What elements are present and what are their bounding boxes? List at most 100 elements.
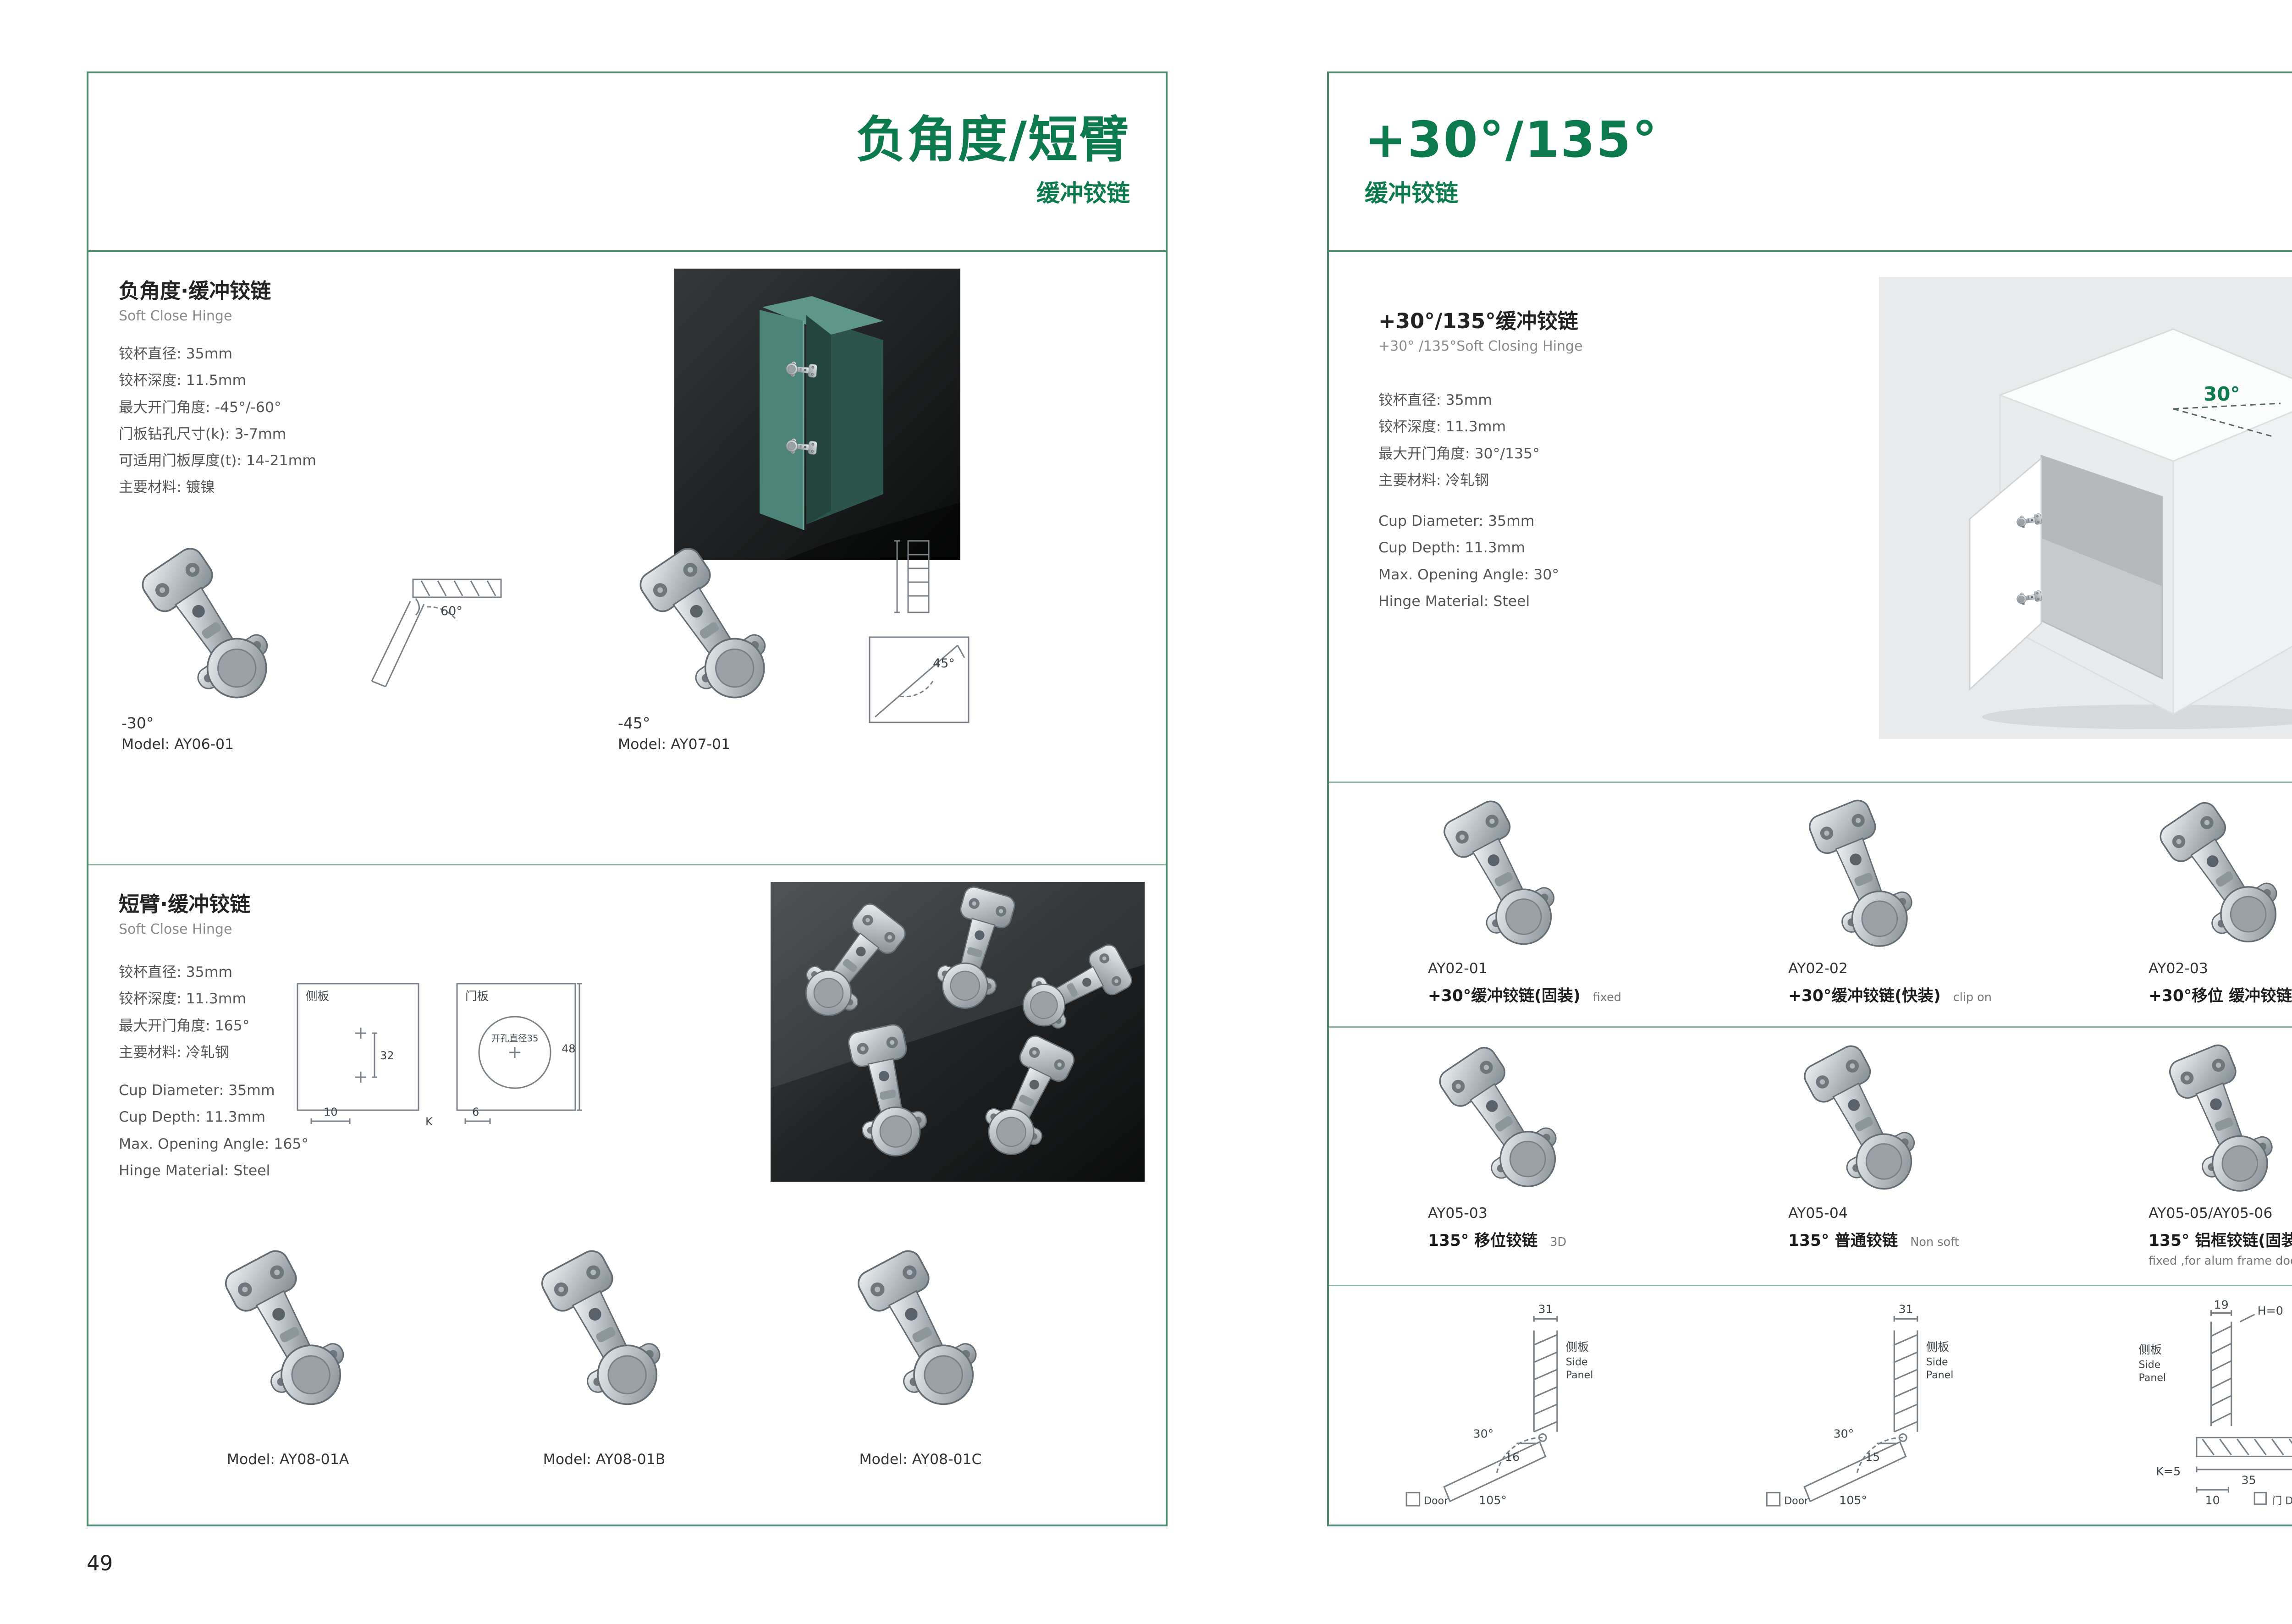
product-card-ay05-05: AY05-05/AY05-06 135° 铝框铰链(固装/拆装)fixed ,f… bbox=[2050, 1026, 2292, 1285]
angle-105: 105° bbox=[1479, 1494, 1507, 1507]
product-card-ay05-04: AY05-04 135° 普通铰链 Non soft bbox=[1689, 1026, 2050, 1285]
intro-text-block: +30°/135°缓冲铰链 +30° /135°Soft Closing Hin… bbox=[1378, 304, 1583, 354]
install-drawing-3: 19 H=0 侧板 Side Panel 37 35 10 K=5 门 Do bbox=[2138, 1299, 2292, 1507]
spec-line: 铰杯深度: 11.5mm bbox=[119, 372, 247, 389]
spec-line: 可适用门板厚度(t): 14-21mm bbox=[119, 452, 316, 469]
panel-label-en2: Panel bbox=[2138, 1372, 2166, 1384]
intro-heading: +30°/135°缓冲铰链 bbox=[1378, 309, 1578, 333]
model-label-ay08-01b: Model: AY08-01B bbox=[543, 1451, 666, 1468]
install-drawing-2: 31 侧板 Side Panel 15 30° 105° Door bbox=[1766, 1303, 1953, 1507]
drawing-dim-32: 32 bbox=[380, 1049, 394, 1062]
drawing-side-panel-label: 侧板 bbox=[306, 990, 329, 1003]
right-page-content: +30°/135°缓冲铰链 +30° /135°Soft Closing Hin… bbox=[1329, 252, 2292, 1525]
hinge-photo-ay08-01b bbox=[532, 1243, 677, 1420]
dim-h0: H=0 bbox=[2258, 1304, 2283, 1317]
section2-heading: 短臂·缓冲铰链 bbox=[119, 892, 251, 916]
product-name: +30°缓冲铰链(固装) bbox=[1428, 987, 1581, 1005]
section1-text-block: 负角度·缓冲铰链 Soft Close Hinge 铰杯直径: 35mm 铰杯深… bbox=[119, 274, 316, 501]
section1-subheading: Soft Close Hinge bbox=[119, 308, 232, 324]
section1-specs: 铰杯直径: 35mm 铰杯深度: 11.5mm 最大开门角度: -45°/-60… bbox=[119, 341, 316, 501]
spec-line: 门板钻孔尺寸(k): 3-7mm bbox=[119, 425, 286, 442]
section2-text-block: 短臂·缓冲铰链 Soft Close Hinge bbox=[119, 887, 250, 937]
corner-cabinet-photo: 30° bbox=[1879, 277, 2292, 739]
right-title-block: +30°/135° 缓冲铰链 bbox=[1329, 73, 2292, 252]
product-info: AY02-03 +30°移位 缓冲铰链3D bbox=[2149, 960, 2292, 1007]
spec-line: 铰杯直径: 35mm bbox=[1378, 392, 1493, 408]
panel-label-en2: Panel bbox=[1566, 1369, 1593, 1381]
spec-line: Max. Opening Angle: 30° bbox=[1378, 566, 1559, 583]
product-tag: 3D bbox=[1550, 1235, 1567, 1249]
spec-line: 铰杯深度: 11.3mm bbox=[1378, 418, 1506, 435]
product2-model: Model: AY07-01 bbox=[618, 736, 731, 753]
drawing-dim-48: 48 bbox=[562, 1042, 576, 1055]
product-tag: Non soft bbox=[1910, 1235, 1959, 1249]
product-name: +30°移位 缓冲铰链 bbox=[2149, 987, 2292, 1005]
spec-line: 铰杯直径: 35mm bbox=[119, 346, 233, 362]
product-name: +30°缓冲铰链(快装) bbox=[1788, 987, 1941, 1005]
product-card-ay02-01: AY02-01 +30°缓冲铰链(固装)fixed bbox=[1329, 782, 1689, 1026]
hinge-photo-ay06-01 bbox=[132, 539, 287, 716]
cabinet-scene-illustration bbox=[674, 269, 960, 560]
tech-drawing-neg30: 60° bbox=[371, 578, 502, 688]
spec-line: Cup Diameter: 35mm bbox=[1378, 513, 1535, 529]
spec-line: 铰杯直径: 35mm bbox=[119, 964, 233, 980]
model-label-ay08-01a: Model: AY08-01A bbox=[226, 1451, 349, 1468]
dim-31: 31 bbox=[1538, 1303, 1553, 1316]
left-page-panel: 负角度/短臂 缓冲铰链 负角度·缓冲铰链 Soft Close Hinge 铰杯… bbox=[87, 72, 1168, 1526]
product-code: AY02-01 bbox=[1428, 960, 1488, 977]
product1-angle: -30° bbox=[121, 714, 154, 732]
product-code: AY05-05/AY05-06 bbox=[2149, 1205, 2273, 1222]
dim-19: 19 bbox=[2214, 1299, 2229, 1311]
door-label: Door bbox=[1424, 1495, 1449, 1507]
drawing-dim-k: K bbox=[425, 1115, 433, 1128]
model-label-ay08-01c: Model: AY08-01C bbox=[859, 1451, 982, 1468]
hinge-photo bbox=[1800, 794, 1925, 959]
intro-subheading: +30° /135°Soft Closing Hinge bbox=[1378, 338, 1583, 354]
door-label: 门 Door bbox=[2272, 1495, 2292, 1507]
hinge-photo bbox=[2151, 794, 2292, 958]
product1-label: -30° Model: AY06-01 bbox=[121, 714, 234, 753]
mounting-dimensions-drawing: 侧板 32 10 K 门板 开孔直径35 48 6 bbox=[297, 983, 582, 1128]
grid-divider-2 bbox=[1329, 1026, 2292, 1028]
product-code: AY02-03 bbox=[2149, 960, 2208, 977]
left-page-content: 负角度·缓冲铰链 Soft Close Hinge 铰杯直径: 35mm 铰杯深… bbox=[88, 252, 1166, 1525]
product1-model: Model: AY06-01 bbox=[121, 736, 234, 753]
section2-specs-cn: 铰杯直径: 35mm 铰杯深度: 11.3mm 最大开门角度: 165° 主要材… bbox=[119, 959, 250, 1066]
cabinet-lifestyle-photo bbox=[674, 269, 960, 560]
product-info: AY02-02 +30°缓冲铰链(快装)clip on bbox=[1788, 960, 2047, 1007]
section1-heading: 负角度·缓冲铰链 bbox=[119, 279, 271, 303]
drawing-hole-label: 开孔直径35 bbox=[491, 1033, 539, 1044]
product2-label: -45° Model: AY07-01 bbox=[618, 714, 730, 753]
right-page-subtitle: 缓冲铰链 bbox=[1365, 180, 1459, 208]
spec-line: Cup Depth: 11.3mm bbox=[1378, 539, 1526, 556]
product-card-ay02-03: AY02-03 +30°移位 缓冲铰链3D bbox=[2050, 782, 2292, 1026]
panel-label-en1: Side bbox=[2138, 1359, 2160, 1371]
cabinet-angle-label: 30° bbox=[2204, 383, 2240, 405]
product-tag: fixed ,for alum frame door bbox=[2149, 1254, 2292, 1268]
panel-label-cn: 侧板 bbox=[2138, 1343, 2162, 1356]
drawing-door-panel-label: 门板 bbox=[465, 990, 489, 1003]
drawing1-angle-label: 60° bbox=[441, 604, 463, 618]
spec-line: Hinge Material: Steel bbox=[1378, 593, 1530, 610]
hinge-photo-ay08-01a bbox=[215, 1243, 360, 1420]
product-code: AY05-04 bbox=[1788, 1205, 1848, 1222]
product-name: 135° 普通铰链 bbox=[1788, 1232, 1898, 1250]
hinge-photo bbox=[1435, 794, 1570, 959]
hinge-group-illustration bbox=[771, 882, 1145, 1182]
hinge-photo bbox=[1795, 1039, 1930, 1204]
install-drawing-1: 31 侧板 Side Panel 16 30° 105° Door bbox=[1405, 1303, 1593, 1507]
drawing-dim-10: 10 bbox=[324, 1106, 338, 1118]
drawing-dim-6: 6 bbox=[472, 1106, 479, 1118]
spec-line: Max. Opening Angle: 165° bbox=[119, 1135, 309, 1152]
spec-line: 最大开门角度: 165° bbox=[119, 1017, 250, 1034]
grid-divider-3 bbox=[1329, 1285, 2292, 1286]
left-page-number: 49 bbox=[87, 1551, 113, 1575]
product-tag: clip on bbox=[1953, 991, 1992, 1004]
spec-line: Hinge Material: Steel bbox=[119, 1162, 270, 1179]
panel-label-cn: 侧板 bbox=[1926, 1340, 1950, 1354]
angle-105: 105° bbox=[1839, 1494, 1867, 1507]
door-label: Door bbox=[1784, 1495, 1809, 1507]
